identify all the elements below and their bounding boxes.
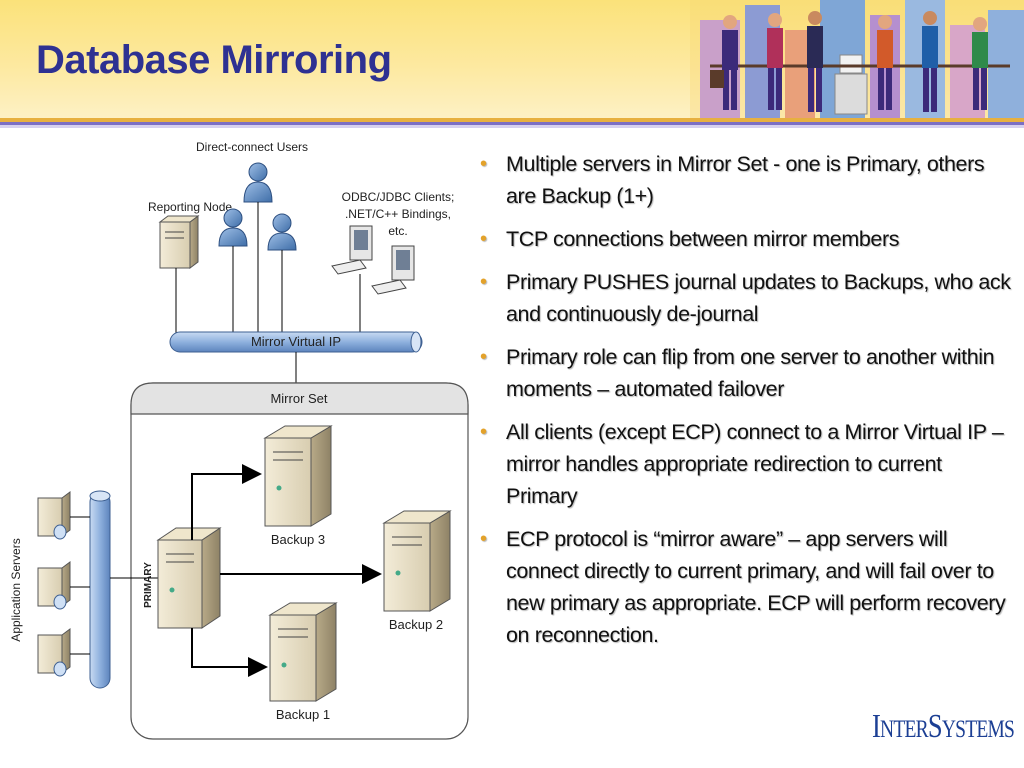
- bullet-list: •Multiple servers in Mirror Set - one is…: [478, 148, 1018, 662]
- bullet-dot-icon: •: [480, 228, 487, 250]
- app-server-icon: [37, 561, 71, 610]
- application-servers-label: Application Servers: [9, 538, 23, 641]
- bullet-dot-icon: •: [480, 153, 487, 175]
- header-rule: [0, 122, 1024, 125]
- bullet-item: •All clients (except ECP) connect to a M…: [478, 416, 1018, 512]
- user-icon: [243, 162, 273, 203]
- backup1-label: Backup 1: [276, 707, 330, 722]
- bullet-dot-icon: •: [480, 528, 487, 550]
- workstation-icon: [331, 225, 373, 275]
- bullet-dot-icon: •: [480, 421, 487, 443]
- mirror-set-label: Mirror Set: [270, 391, 327, 406]
- bullet-item: •TCP connections between mirror members: [478, 223, 1018, 255]
- user-icon: [267, 213, 297, 251]
- intersystems-logo: INTERSYSTEMS: [872, 708, 1015, 745]
- primary-label: PRIMARY: [143, 562, 154, 608]
- bullet-item: •ECP protocol is “mirror aware” – app se…: [478, 523, 1018, 651]
- clients-label: ODBC/JDBC Clients;: [342, 190, 455, 204]
- slide-title: Database Mirroring: [36, 38, 392, 82]
- header-rule: [0, 118, 1024, 122]
- mirroring-diagram: Direct-connect Users Reporting Node ODBC…: [9, 140, 469, 740]
- backup3-server-icon: [263, 425, 333, 527]
- bullet-item: •Multiple servers in Mirror Set - one is…: [478, 148, 1018, 212]
- reporting-node-server-icon: [158, 215, 200, 269]
- arrow-to-backup1: [191, 628, 268, 677]
- direct-connect-users-label: Direct-connect Users: [196, 140, 308, 154]
- app-server-icon: [37, 628, 71, 677]
- arrow-to-backup3: [191, 464, 262, 540]
- bullet-item: •Primary role can flip from one server t…: [478, 341, 1018, 405]
- app-server-icon: [37, 491, 71, 540]
- backup2-server-icon: [382, 510, 452, 612]
- application-servers-pipe: [89, 490, 111, 689]
- header-rule: [0, 125, 1024, 128]
- bullet-item: •Primary PUSHES journal updates to Backu…: [478, 266, 1018, 330]
- workstation-icon: [371, 245, 415, 295]
- clients-label: .NET/C++ Bindings,: [345, 207, 451, 221]
- bullet-dot-icon: •: [480, 346, 487, 368]
- backup3-label: Backup 3: [271, 532, 325, 547]
- business-people-illustration: [690, 0, 1024, 118]
- backup2-label: Backup 2: [389, 617, 443, 632]
- backup1-server-icon: [268, 602, 338, 702]
- bullet-dot-icon: •: [480, 271, 487, 293]
- user-icon: [218, 208, 248, 247]
- mirror-virtual-ip-label: Mirror Virtual IP: [251, 334, 341, 349]
- reporting-node-label: Reporting Node: [148, 200, 232, 214]
- clients-label: etc.: [388, 224, 407, 238]
- primary-server-icon: [156, 527, 222, 629]
